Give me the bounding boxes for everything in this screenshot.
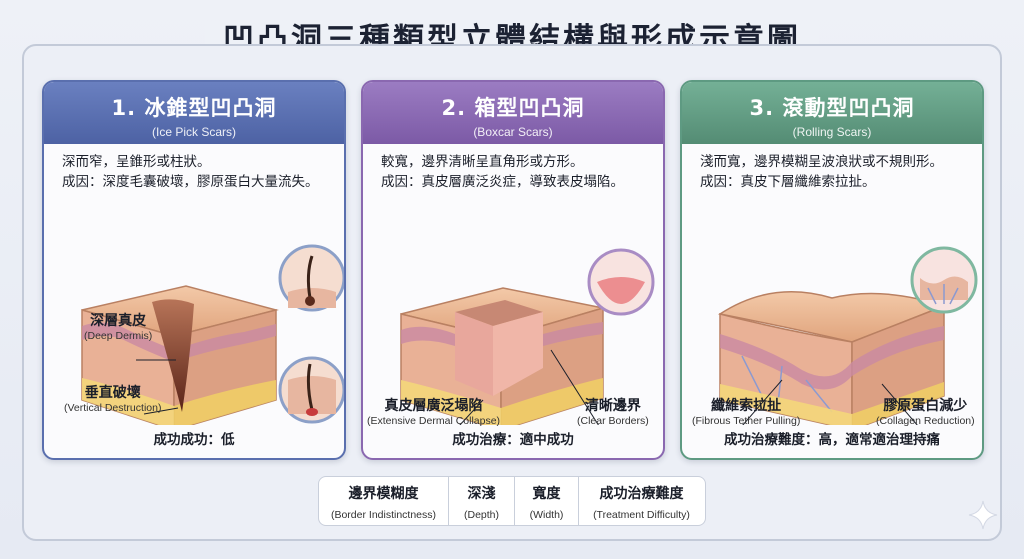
panel-title: 3. 滾動型凹凸洞 [749, 96, 915, 120]
label-zh: 垂直破壞 [84, 385, 141, 401]
panel-header: 2. 箱型凹凸洞 (Boxcar Scars) [363, 82, 663, 144]
label-dermal-collapse: 真皮層廣泛塌陷 (Extensive Dermal Collapse) [367, 395, 500, 427]
panel-header: 3. 滾動型凹凸洞 (Rolling Scars) [682, 82, 982, 144]
panel-boxcar: 2. 箱型凹凸洞 (Boxcar Scars) 較寬，邊界清晰呈直角形或方形。 … [361, 80, 665, 460]
label-zh: 膠原蛋白減少 [883, 398, 968, 414]
panel-subtitle: (Rolling Scars) [792, 125, 872, 139]
sparkle-icon [968, 500, 998, 530]
description-line: 淺而寬，邊界模糊呈波浪狀或不規則形。 [700, 154, 943, 170]
legend-en: (Width) [529, 509, 564, 521]
cause-line: 成因：深度毛囊破壞，膠原蛋白大量流失。 [62, 174, 319, 190]
label-en: (Clear Borders) [577, 415, 649, 427]
label-fibrous-tether: 纖維索拉扯 (Fibrous Tether Pulling) [692, 395, 800, 427]
boxcar-skin-illustration [363, 200, 663, 432]
cause-line: 成因：真皮下層纖維索拉扯。 [700, 174, 876, 190]
panel-subtitle: (Ice Pick Scars) [151, 125, 236, 139]
label-clear-borders: 清晰邊界 (Clear Borders) [577, 395, 649, 427]
label-zh: 清晰邊界 [584, 398, 641, 414]
label-en: (Vertical Destruction) [64, 402, 162, 414]
legend-table: 邊界模糊度 (Border Indistinctness) 深淺 (Depth)… [318, 476, 706, 526]
panel-description: 淺而寬，邊界模糊呈波浪狀或不規則形。 成因：真皮下層纖維索拉扯。 [682, 144, 982, 192]
legend-zh: 成功治療難度 [599, 486, 684, 502]
panel-title: 1. 冰錐型凹凸洞 [111, 96, 277, 120]
rolling-skin-illustration [682, 200, 982, 432]
label-collagen-reduction: 膠原蛋白減少 (Collagen Reduction) [876, 395, 975, 427]
label-en: (Collagen Reduction) [876, 415, 975, 427]
legend-cell-difficulty: 成功治療難度 (Treatment Difficulty) [579, 477, 704, 525]
legend-en: (Treatment Difficulty) [593, 509, 690, 521]
description-line: 較寬，邊界清晰呈直角形或方形。 [381, 154, 584, 170]
panel-title: 2. 箱型凹凸洞 [441, 96, 585, 120]
legend-cell-width: 寬度 (Width) [515, 477, 579, 525]
label-en: (Extensive Dermal Collapse) [367, 415, 501, 427]
panel-description: 較寬，邊界清晰呈直角形或方形。 成因：真皮層廣泛炎症，導致表皮塌陷。 [363, 144, 663, 192]
label-deep-dermis: 深層真皮 (Deep Dermis) [84, 310, 152, 342]
treatment-rate: 成功治療難度：高，適常適治理持痛 [724, 432, 940, 448]
legend-zh: 深淺 [467, 486, 496, 502]
panel-ice-pick: 1. 冰錐型凹凸洞 (Ice Pick Scars) 深而窄，呈錐形或柱狀。 成… [42, 80, 346, 460]
label-vertical-destruction: 垂直破壞 (Vertical Destruction) [64, 382, 161, 414]
treatment-rate: 成功成功：低 [153, 432, 235, 448]
cause-line: 成因：真皮層廣泛炎症，導致表皮塌陷。 [381, 174, 624, 190]
treatment-rate: 成功治療：適中成功 [452, 432, 574, 448]
label-zh: 深層真皮 [90, 313, 147, 329]
panel-subtitle: (Boxcar Scars) [473, 125, 553, 139]
panel-rolling: 3. 滾動型凹凸洞 (Rolling Scars) 淺而寬，邊界模糊呈波浪狀或不… [680, 80, 984, 460]
legend-en: (Depth) [463, 509, 499, 521]
ice-pick-skin-illustration [44, 200, 344, 432]
legend-cell-border: 邊界模糊度 (Border Indistinctness) [319, 477, 449, 525]
description-line: 深而窄，呈錐形或柱狀。 [62, 154, 211, 170]
legend-zh: 寬度 [532, 486, 561, 502]
label-en: (Fibrous Tether Pulling) [692, 415, 801, 427]
label-zh: 真皮層廣泛塌陷 [384, 398, 483, 414]
panel-header: 1. 冰錐型凹凸洞 (Ice Pick Scars) [44, 82, 344, 144]
label-en: (Deep Dermis) [84, 330, 153, 342]
label-zh: 纖維索拉扯 [711, 398, 782, 414]
legend-cell-depth: 深淺 (Depth) [449, 477, 515, 525]
legend-en: (Border Indistinctness) [330, 509, 437, 521]
legend-zh: 邊界模糊度 [348, 486, 419, 502]
panel-description: 深而窄，呈錐形或柱狀。 成因：深度毛囊破壞，膠原蛋白大量流失。 [44, 144, 344, 192]
